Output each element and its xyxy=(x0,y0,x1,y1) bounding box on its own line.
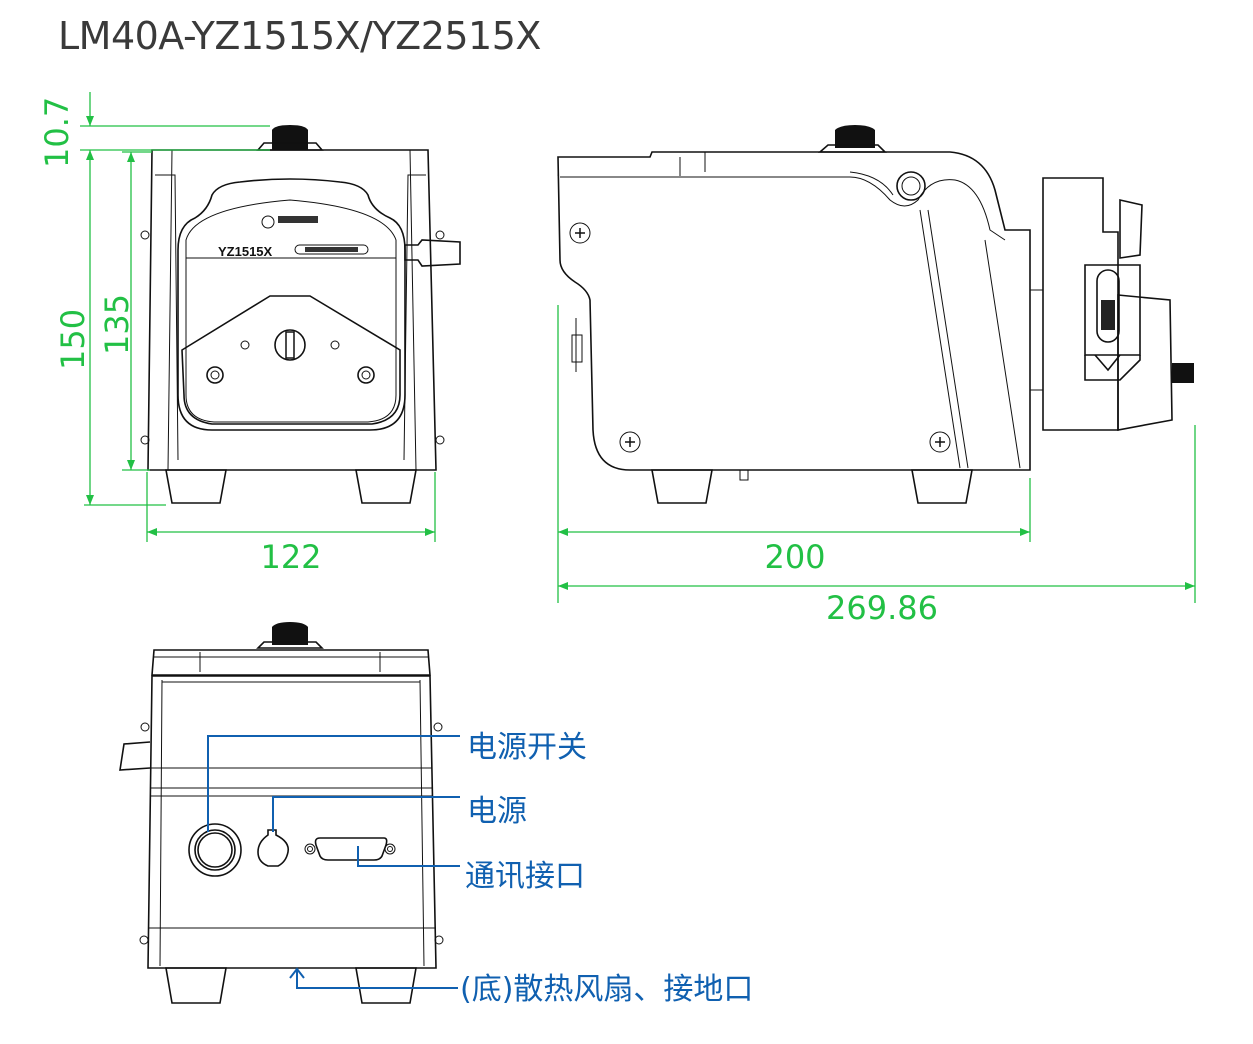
db9-port-icon xyxy=(304,837,396,861)
pump-model-label: YZ1515X xyxy=(218,244,273,259)
side-dimensions: 200 269.86 xyxy=(557,305,1196,627)
front-dimensions: 10.7 150 135 122 xyxy=(38,92,436,576)
rear-knob xyxy=(272,622,308,645)
dim-body-length: 200 xyxy=(764,538,825,576)
power-switch-icon xyxy=(188,823,242,877)
front-body xyxy=(147,149,437,471)
side-foot-left xyxy=(651,469,713,504)
front-knob xyxy=(272,125,308,150)
dim-knob-height: 10.7 xyxy=(38,97,76,168)
rear-foot-left xyxy=(165,967,227,1004)
callout-power: 电源 xyxy=(467,794,527,829)
front-foot-right xyxy=(355,469,417,504)
side-pump-head xyxy=(1042,177,1119,431)
pump-head xyxy=(177,178,406,431)
rear-top-cap xyxy=(151,649,431,676)
callout-power-switch: 电源开关 xyxy=(467,730,587,765)
rear-view xyxy=(119,622,444,1004)
callout-bottom-fan: (底)散热风扇、接地口 xyxy=(460,972,754,1007)
callout-comm-port: 通讯接口 xyxy=(465,859,585,894)
power-socket-icon xyxy=(257,829,290,867)
dim-total-length: 269.86 xyxy=(826,589,938,627)
side-body xyxy=(557,151,1031,471)
front-view: YZ1515X xyxy=(140,125,461,504)
rear-body xyxy=(147,675,437,969)
dim-total-height: 150 xyxy=(54,309,92,370)
side-view xyxy=(557,125,1194,504)
pump-handle xyxy=(404,239,461,267)
side-knob xyxy=(835,125,875,148)
front-foot-left xyxy=(165,469,227,504)
rear-foot-right xyxy=(355,967,417,1004)
drawing-title: LM40A-YZ1515X/YZ2515X xyxy=(58,14,541,58)
side-foot-right xyxy=(911,469,973,504)
dim-width: 122 xyxy=(260,538,321,576)
callout-leaders xyxy=(207,735,460,989)
dim-body-height: 135 xyxy=(98,294,136,355)
